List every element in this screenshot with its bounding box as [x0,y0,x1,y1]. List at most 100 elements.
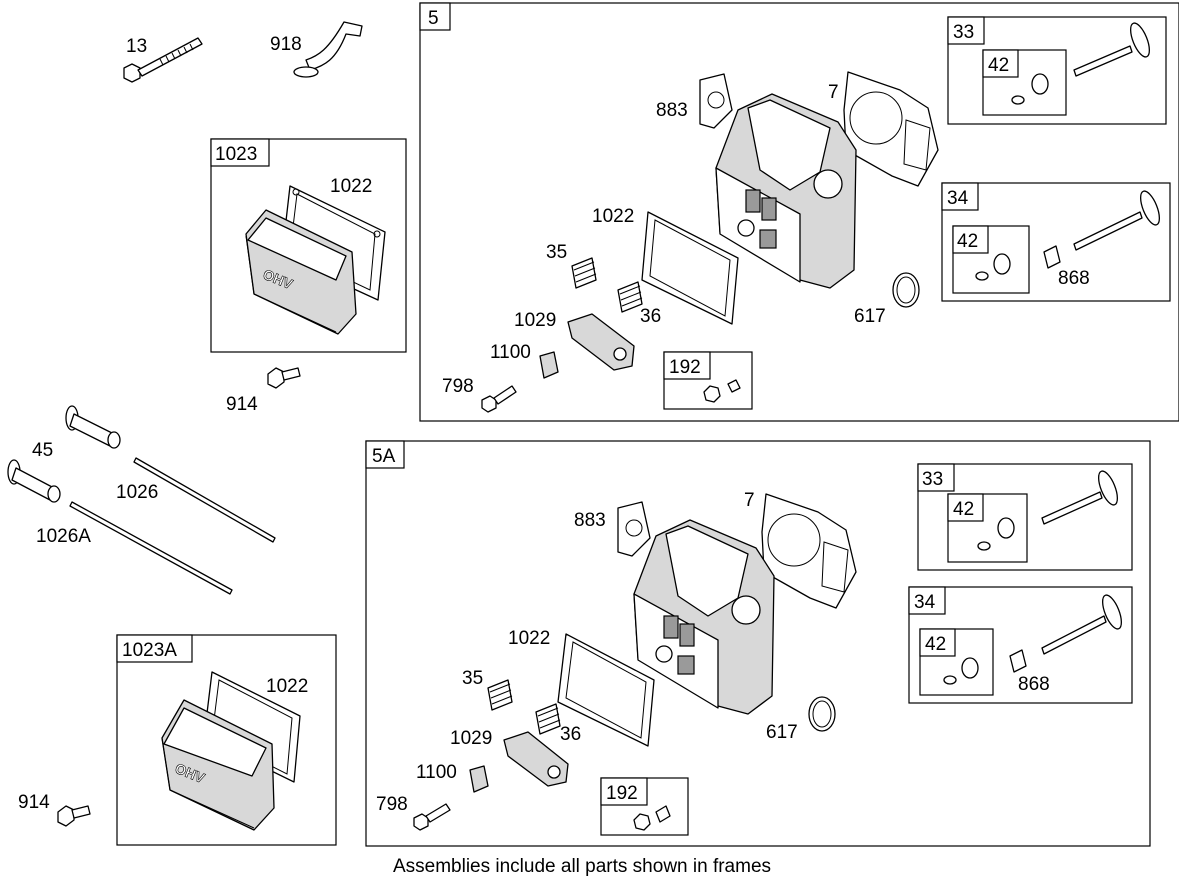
f5-frame-42a-number: 42 [988,55,1009,76]
f5-label-868: 868 [1058,268,1090,289]
f5A-frame-42b [919,628,994,696]
label-1022-b: 1022 [266,676,308,697]
f5-part-36-spring[interactable] [617,281,643,313]
frame-1023A [116,634,337,846]
frame-5A-tag [365,440,405,469]
part-1023-valve-cover[interactable]: OHV [245,209,357,335]
part-914-screw-a[interactable] [267,367,301,389]
f5-part-617-o-ring[interactable] [892,272,920,308]
f5A-frame-42a-tag [947,493,984,522]
f5-frame-33 [947,16,1167,125]
f5-part-1100-guide[interactable] [539,351,559,379]
part-918-breather-hose[interactable] [293,21,363,78]
f5A-part-42-keepers-b[interactable] [943,657,979,685]
f5-part-868-seal[interactable] [1043,245,1061,269]
f5-part-798-screw[interactable] [481,385,517,413]
f5A-frame-42a [947,493,1028,563]
f5-frame-33-number: 33 [953,22,974,43]
f5-part-42-keepers-b[interactable] [975,253,1011,281]
f5-part-cylinder-head[interactable] [715,93,857,289]
f5A-frame-42b-tag [919,628,956,657]
f5A-part-34-exhaust-valve[interactable] [1041,593,1125,655]
f5-frame-42b-tag [952,225,989,254]
f5A-part-35-spring[interactable] [487,679,513,711]
frame-1023-number: 1023 [215,144,257,165]
f5A-part-1100-guide[interactable] [469,765,489,793]
f5A-label-868: 868 [1018,674,1050,695]
f5A-part-cylinder-head[interactable] [633,519,775,715]
caption: Assemblies include all parts shown in fr… [392,856,772,877]
f5A-frame-192-number: 192 [606,783,638,804]
part-45-lifter-upper[interactable] [65,405,121,449]
f5A-label-617: 617 [766,722,798,743]
f5-frame-33-tag [947,16,985,45]
frame-5-number: 5 [428,8,439,29]
f5-part-883-gasket[interactable] [699,73,733,129]
f5-frame-34 [941,182,1171,302]
f5A-part-33-intake-valve[interactable] [1041,469,1121,525]
f5-frame-42b [952,225,1030,294]
label-914-a: 914 [226,394,258,415]
f5A-part-7-head-gasket[interactable] [761,493,857,609]
label-914-b: 914 [18,792,50,813]
frame-5A-number: 5A [372,446,396,467]
f5A-frame-34-number: 34 [914,592,936,613]
f5A-part-1029-rocker-arm[interactable] [503,731,569,787]
f5A-part-192-nut-screw[interactable] [633,805,671,831]
f5-frame-42a [982,49,1067,116]
part-13-bolt[interactable] [123,37,203,83]
f5-label-617: 617 [854,306,886,327]
f5-part-35-spring[interactable] [571,257,597,289]
f5A-label-883: 883 [574,510,606,531]
f5-part-33-intake-valve[interactable] [1073,21,1153,77]
frame-5A [365,440,1151,847]
part-1026A-push-rod[interactable] [69,501,233,595]
part-914-screw-b[interactable] [57,805,91,827]
label-13: 13 [126,36,147,57]
f5A-frame-33-number: 33 [922,469,943,490]
f5-part-1022-gasket[interactable] [641,211,739,325]
part-1023A-valve-cover[interactable]: OHV [161,699,275,831]
f5-label-36: 36 [640,306,661,327]
label-1022-a: 1022 [330,176,372,197]
frame-1023A-tag [116,634,193,663]
part-45-lifter-lower[interactable] [7,459,61,503]
f5A-frame-34 [908,586,1133,704]
f5A-part-798-screw[interactable] [413,803,451,831]
f5-part-42-keepers-a[interactable] [1011,73,1049,105]
label-918: 918 [270,34,302,55]
f5A-label-7: 7 [744,490,755,511]
f5-label-35: 35 [546,242,567,263]
f5A-part-617-o-ring[interactable] [808,696,836,732]
f5-frame-34-tag [941,182,979,211]
f5-label-1022: 1022 [592,206,634,227]
f5A-part-1022-gasket[interactable] [557,633,655,747]
label-45: 45 [32,440,53,461]
f5A-frame-42b-number: 42 [925,634,946,655]
f5-frame-42a-tag [982,49,1019,78]
f5A-part-42-keepers-a[interactable] [977,517,1015,551]
frame-5 [419,2,1179,422]
f5-part-7-head-gasket[interactable] [843,71,939,187]
f5A-label-35: 35 [462,668,483,689]
f5-frame-42b-number: 42 [957,231,978,252]
f5A-frame-34-tag [908,586,946,615]
frame-1023 [210,138,407,353]
f5-label-798: 798 [442,376,474,397]
f5A-part-883-gasket[interactable] [617,501,651,557]
f5-part-192-nut-screw[interactable] [703,379,741,403]
f5-part-1029-rocker-arm[interactable] [567,313,635,371]
f5-part-34-exhaust-valve[interactable] [1073,189,1163,251]
f5A-part-868-seal[interactable] [1009,649,1027,673]
part-1026-push-rod[interactable] [133,457,276,543]
f5-label-1100: 1100 [490,342,531,363]
f5-label-1029: 1029 [514,310,556,331]
f5A-label-1022: 1022 [508,628,550,649]
f5A-label-1029: 1029 [450,728,492,749]
frame-1023A-number: 1023A [122,640,177,661]
frame-5-tag [419,2,451,31]
f5A-part-36-spring[interactable] [535,703,561,735]
f5A-label-1100: 1100 [416,762,457,783]
frame-1023-tag [210,138,270,167]
